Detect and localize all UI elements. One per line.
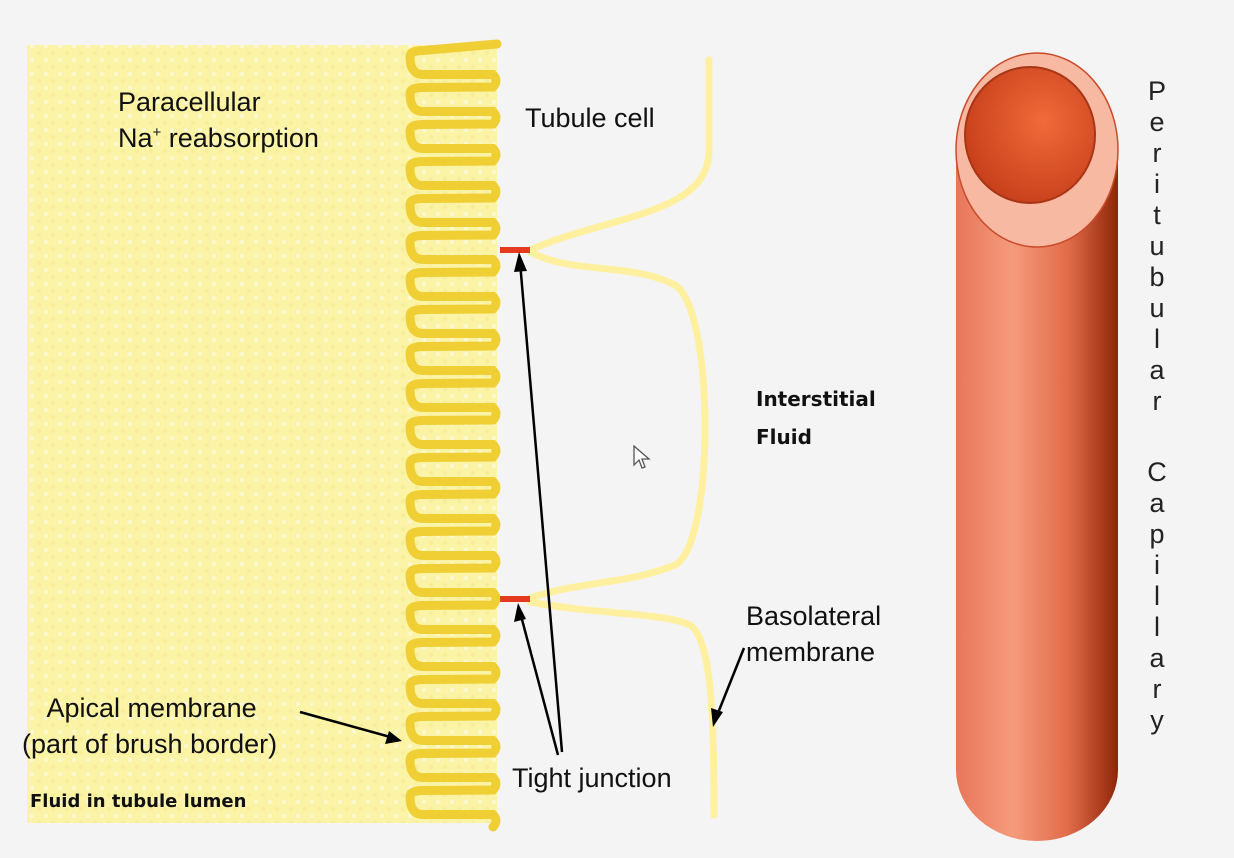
basolateral-membrane-bottom bbox=[526, 598, 718, 819]
capillary-letter: l bbox=[1154, 612, 1160, 642]
capillary-letter: u bbox=[1149, 293, 1165, 323]
label-apical-membrane: Apical membrane (part of brush border) bbox=[22, 690, 277, 762]
label-tight-junction: Tight junction bbox=[512, 763, 672, 793]
label-apical-line2: (part of brush border) bbox=[22, 729, 278, 759]
capillary-letter: l bbox=[1154, 581, 1160, 611]
arrow-tight-junction-bottom bbox=[518, 611, 560, 756]
capillary-letter: b bbox=[1149, 262, 1165, 292]
arrow-apical bbox=[299, 710, 395, 740]
apical-membrane bbox=[405, 39, 502, 832]
label-interstitial-line2: Fluid bbox=[756, 425, 812, 449]
capillary-letter: i bbox=[1154, 169, 1160, 199]
label-basolateral-line1: Basolateral bbox=[746, 601, 882, 631]
capillary-letter: r bbox=[1152, 138, 1162, 168]
capillary-letter: a bbox=[1149, 488, 1165, 518]
capillary-lumen bbox=[964, 66, 1096, 204]
label-basolateral-line2: membrane bbox=[746, 637, 876, 667]
label-apical-line1: Apical membrane bbox=[46, 693, 257, 723]
arrow-tight-junction-top bbox=[518, 261, 564, 753]
arrow-basolateral bbox=[714, 647, 746, 719]
label-interstitial-line1: Interstitial bbox=[756, 387, 876, 411]
capillary-letter: u bbox=[1149, 231, 1165, 261]
capillary-letter: l bbox=[1154, 324, 1160, 354]
tight-junction-top bbox=[500, 247, 530, 253]
label-na: Na bbox=[118, 123, 153, 153]
tight-junction-bottom bbox=[500, 596, 530, 602]
capillary-letter: P bbox=[1147, 76, 1166, 106]
peritubular-capillary bbox=[955, 52, 1119, 841]
label-paracellular-line2: Na+ reabsorption bbox=[118, 120, 319, 156]
capillary-letter: e bbox=[1149, 107, 1165, 137]
capillary-letter: a bbox=[1149, 355, 1165, 385]
capillary-letter: y bbox=[1150, 705, 1164, 735]
cell-membrane-middle bbox=[526, 248, 709, 602]
mouse-cursor-icon bbox=[633, 445, 651, 469]
basolateral-membrane-top bbox=[526, 56, 713, 254]
arrowhead-tight-junction-top bbox=[514, 252, 527, 272]
label-fluid-lumen: Fluid in tubule lumen bbox=[30, 791, 247, 812]
arrowheads bbox=[385, 252, 723, 744]
label-na-charge: + bbox=[152, 124, 162, 141]
tubule-lumen bbox=[27, 45, 497, 823]
label-basolateral-membrane: Basolateral membrane bbox=[746, 598, 881, 670]
label-interstitial-fluid: Interstitial Fluid bbox=[756, 380, 876, 456]
label-paracellular: Paracellular Na+ reabsorption bbox=[118, 84, 319, 156]
capillary-letter: r bbox=[1152, 674, 1162, 704]
arrowhead-apical bbox=[385, 731, 402, 744]
capillary-letter: t bbox=[1153, 200, 1161, 230]
capillary-body bbox=[956, 150, 1118, 841]
cell-membranes bbox=[526, 56, 718, 819]
arrowhead-tight-junction-bottom bbox=[514, 603, 526, 622]
capillary-letter: a bbox=[1149, 643, 1165, 673]
capillary-letter: r bbox=[1152, 386, 1162, 416]
label-tubule-cell: Tubule cell bbox=[525, 103, 655, 133]
capillary-letter: C bbox=[1147, 457, 1167, 487]
label-reabsorption: reabsorption bbox=[161, 123, 319, 153]
capillary-letter: p bbox=[1149, 519, 1165, 549]
arrowhead-basolateral bbox=[711, 708, 723, 727]
label-paracellular-line1: Paracellular bbox=[118, 87, 261, 117]
capillary-letter: i bbox=[1154, 550, 1160, 580]
arrows bbox=[299, 261, 746, 756]
